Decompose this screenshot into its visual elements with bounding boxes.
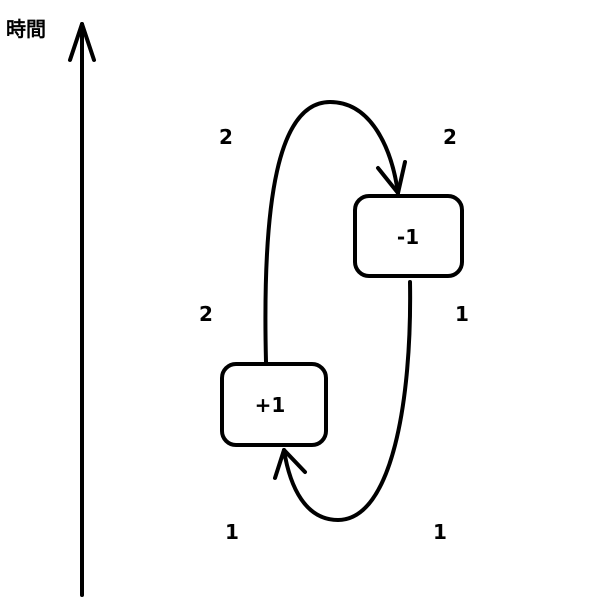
label-top-right: 2 <box>443 125 457 149</box>
edge-plus-to-minus <box>263 100 407 364</box>
axis-label: 時間 <box>6 17 46 41</box>
node-minus-label: -1 <box>397 225 419 249</box>
node-minus-box <box>353 194 464 278</box>
node-plus-box <box>220 362 328 447</box>
label-mid-right: 1 <box>455 302 469 326</box>
label-bottom-right: 1 <box>433 520 447 544</box>
label-mid-left: 2 <box>199 302 213 326</box>
node-plus-label: +1 <box>255 393 286 417</box>
time-axis-arrow <box>68 22 96 597</box>
label-top-left: 2 <box>219 125 233 149</box>
edge-minus-to-plus <box>273 280 413 522</box>
label-bottom-left: 1 <box>225 520 239 544</box>
